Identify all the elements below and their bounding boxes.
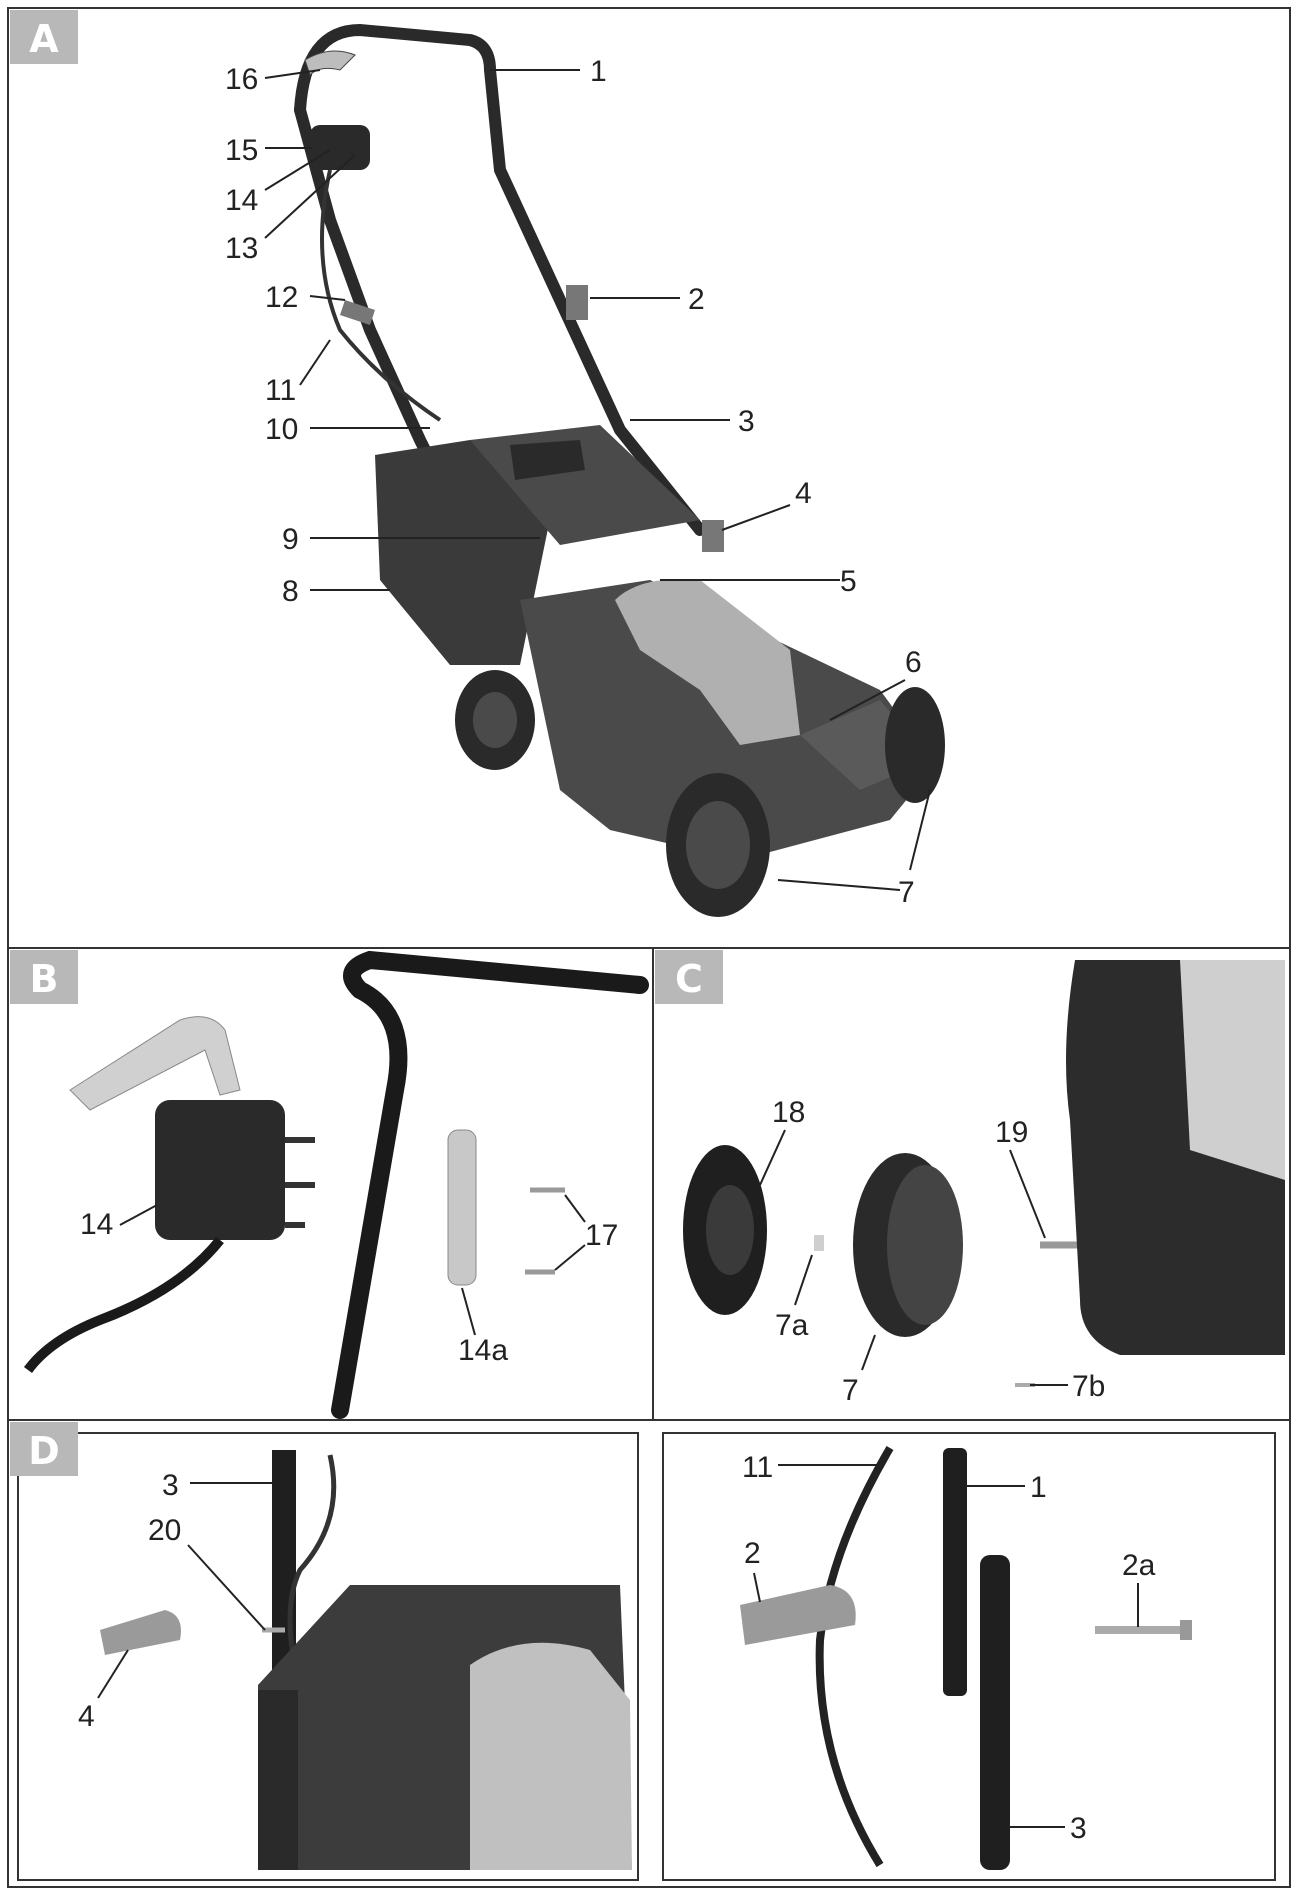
callout-9: 9	[282, 523, 299, 556]
callout-13: 13	[225, 232, 258, 265]
panel-c-illustration	[683, 960, 1285, 1387]
callout-14: 14	[225, 184, 258, 217]
svg-text:B: B	[30, 957, 59, 1001]
callout-15: 15	[225, 134, 258, 167]
panel-b-illustration	[23, 950, 649, 1419]
callout-3: 3	[162, 1469, 179, 1502]
badge-b: B	[10, 950, 78, 1004]
callout-12: 12	[265, 281, 298, 314]
panel-d-right-illustration	[740, 1445, 1192, 1870]
callout-11: 11	[265, 374, 296, 407]
panel-d-frame	[7, 1419, 1291, 1888]
panel-a-leader-lines	[264, 69, 931, 891]
callout-4: 4	[78, 1700, 95, 1733]
callout-14a: 14a	[458, 1334, 508, 1367]
panel-d-left-callouts: 3 20 4	[78, 1469, 181, 1733]
callout-14: 14	[80, 1208, 113, 1241]
callout-17: 17	[585, 1219, 618, 1252]
svg-text:C: C	[675, 957, 703, 1001]
svg-text:A: A	[29, 17, 59, 61]
lawn-mower-illustration	[294, 23, 945, 917]
panel-d-left-illustration	[100, 1450, 632, 1870]
panel-d-inner-left	[17, 1432, 639, 1881]
svg-text:D: D	[28, 1429, 60, 1473]
badge-a: A	[10, 10, 78, 64]
panel-d-right-callouts: 11 1 2 2a 3	[742, 1451, 1156, 1845]
callout-3: 3	[738, 405, 755, 438]
callout-7b: 7b	[1072, 1370, 1105, 1403]
callout-2: 2	[688, 283, 705, 316]
callout-1: 1	[590, 55, 607, 88]
panel-c-leader-lines	[759, 1129, 1068, 1386]
panel-d-left-leader-lines	[97, 1482, 272, 1699]
callout-11: 11	[742, 1451, 773, 1484]
callout-18: 18	[772, 1096, 805, 1129]
callout-7a: 7a	[775, 1309, 809, 1342]
callout-7-front: 7	[898, 876, 915, 909]
callout-1: 1	[1030, 1471, 1047, 1504]
panel-b-leader-lines	[119, 1194, 586, 1336]
badge-d: D	[10, 1422, 78, 1476]
callout-4: 4	[795, 477, 812, 510]
panel-d-right-leader-lines	[753, 1464, 1139, 1828]
callout-10: 10	[265, 413, 298, 446]
panel-b-callouts: 14 14a 17	[80, 1208, 618, 1367]
panel-b-frame	[7, 947, 654, 1421]
callout-16: 16	[225, 63, 258, 96]
panel-d-inner-right	[662, 1432, 1276, 1881]
callout-20: 20	[148, 1514, 181, 1547]
callout-19: 19	[995, 1116, 1028, 1149]
callout-7: 7	[842, 1374, 859, 1407]
badge-c: C	[655, 950, 723, 1004]
callout-5: 5	[840, 565, 857, 598]
callout-3: 3	[1070, 1812, 1087, 1845]
callout-2: 2	[744, 1537, 761, 1570]
callout-6: 6	[905, 646, 922, 679]
callout-8: 8	[282, 575, 299, 608]
callout-2a: 2a	[1122, 1549, 1156, 1582]
panel-c-callouts: 18 19 7a 7 7b	[772, 1096, 1105, 1407]
panel-a-callouts: 1 2 3 4 5 6 7 7 8 9 10 11 12 13 14 15 16	[225, 55, 922, 909]
